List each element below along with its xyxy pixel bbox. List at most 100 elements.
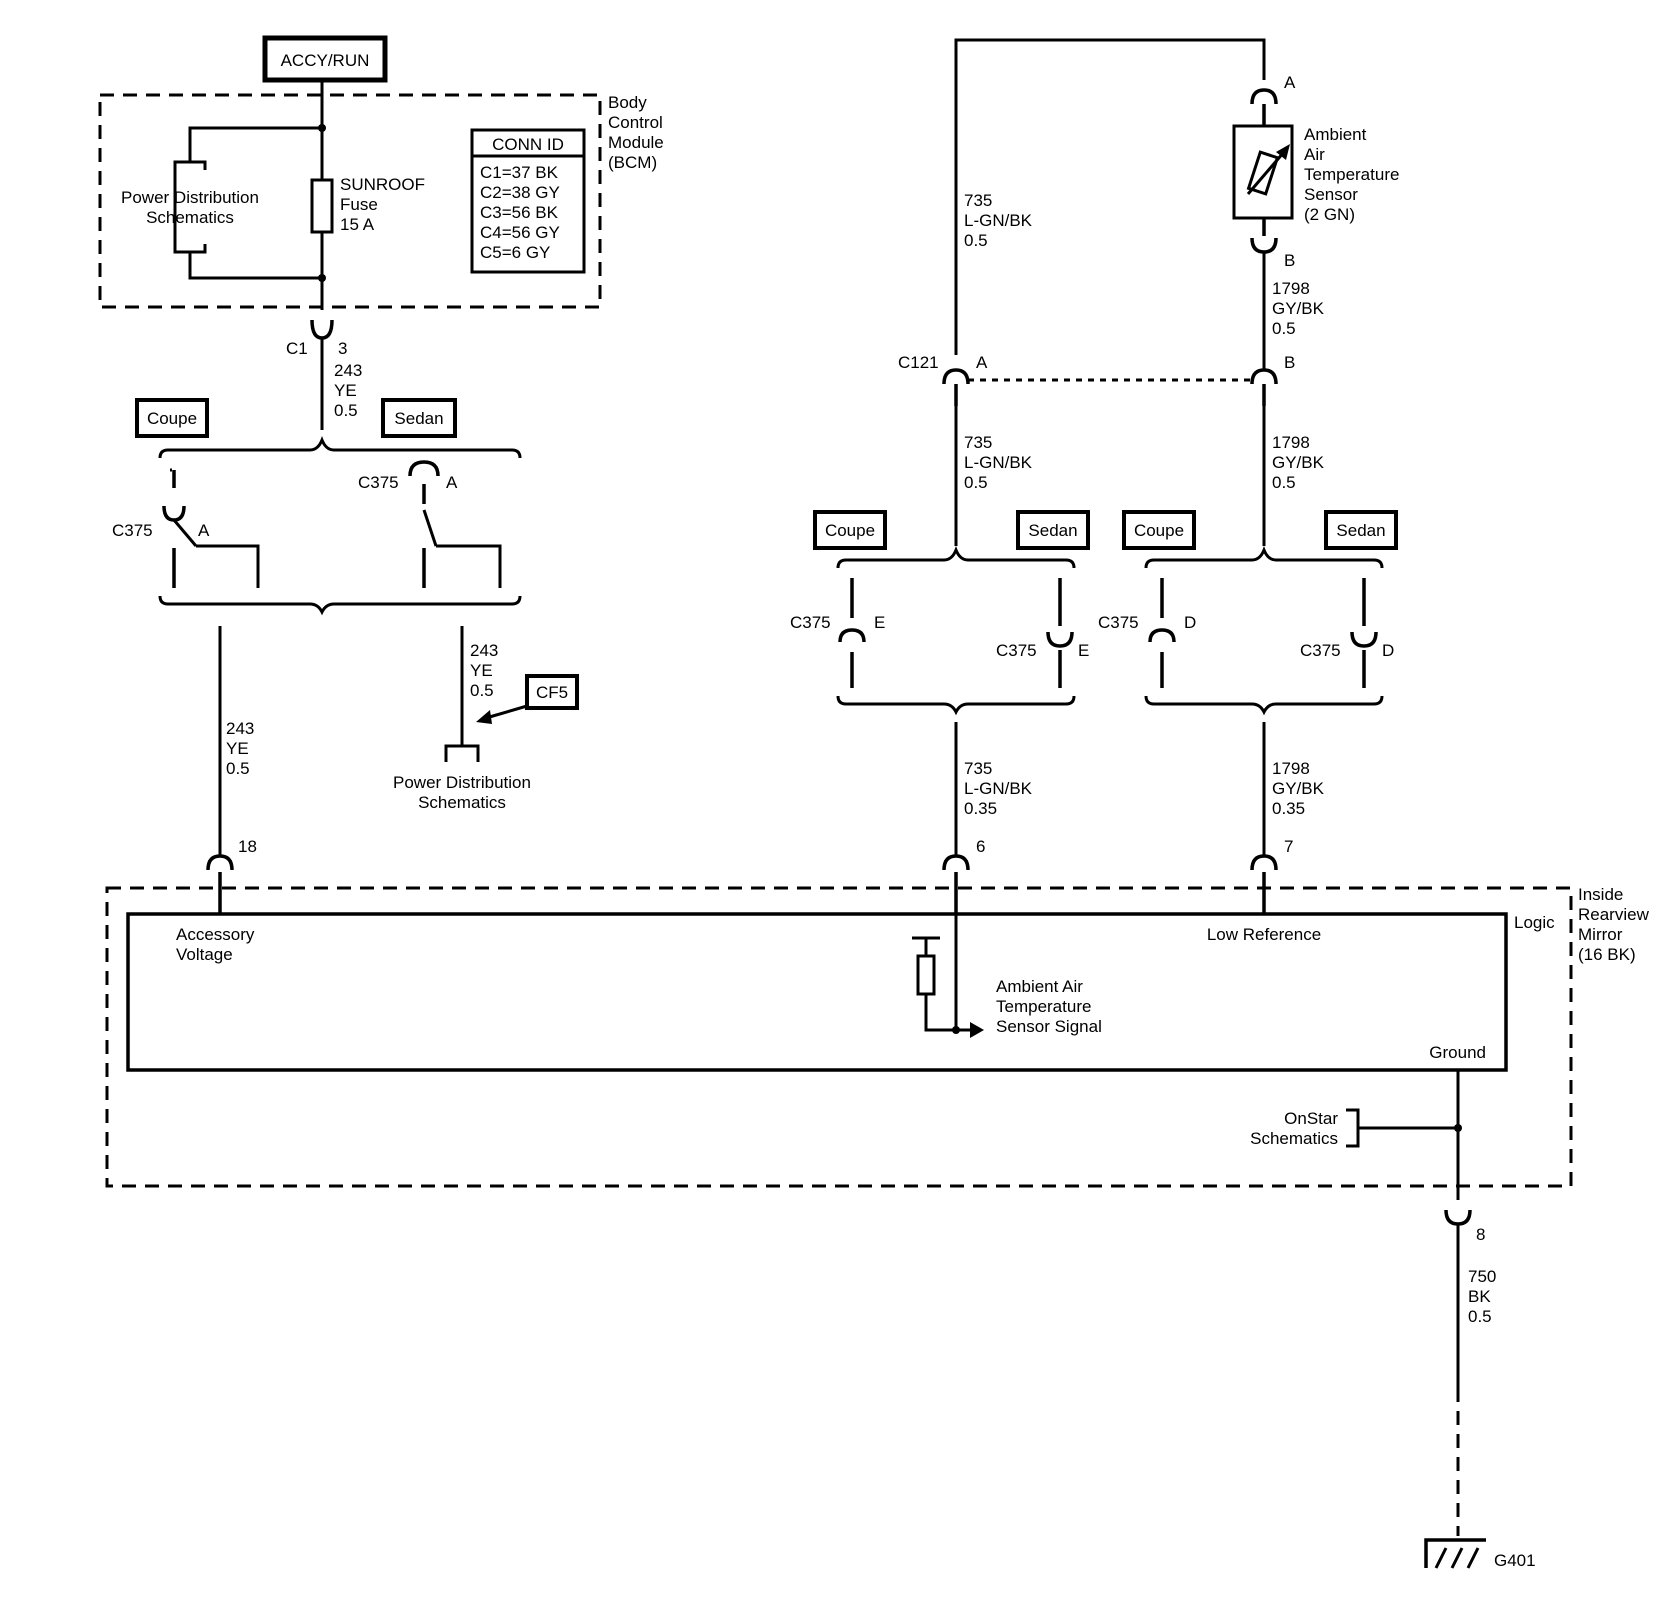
svg-text:BK: BK — [1468, 1287, 1491, 1306]
sunroof-fuse — [310, 178, 334, 234]
svg-text:Sedan: Sedan — [1028, 521, 1077, 540]
svg-text:Coupe: Coupe — [825, 521, 875, 540]
c375-e2-pin: E — [1078, 641, 1089, 660]
wire-1798-bot-label: 1798 GY/BK 0.35 — [1272, 759, 1325, 818]
svg-text:Mirror: Mirror — [1578, 925, 1623, 944]
svg-text:GY/BK: GY/BK — [1272, 299, 1325, 318]
wire-735-bot-label: 735 L-GN/BK 0.35 — [964, 759, 1033, 818]
cf5-arrow-icon — [476, 710, 492, 724]
accessory-voltage-label: Accessory Voltage — [176, 925, 255, 964]
bcm-pds-label: Power Distribution Schematics — [121, 188, 259, 227]
svg-text:Ambient: Ambient — [1304, 125, 1367, 144]
svg-text:Fuse: Fuse — [340, 195, 378, 214]
wire-243-right-label: 243 YE 0.5 — [470, 641, 498, 700]
c121-label: C121 — [898, 353, 939, 372]
bcm-boundary — [98, 93, 602, 309]
svg-text:GY/BK: GY/BK — [1272, 779, 1325, 798]
pds-bottom-label: Power Distribution Schematics — [393, 773, 531, 812]
c1-pin: 3 — [338, 339, 347, 358]
c375-e1-pin: E — [874, 613, 885, 632]
svg-text:Schematics: Schematics — [418, 793, 506, 812]
svg-text:Coupe: Coupe — [1134, 521, 1184, 540]
mirror-label: Inside Rearview Mirror (16 BK) — [1578, 885, 1650, 964]
wire-1798-mid-label: 1798 GY/BK 0.5 — [1272, 433, 1325, 492]
svg-text:Temperature: Temperature — [1304, 165, 1399, 184]
svg-text:Voltage: Voltage — [176, 945, 233, 964]
mid-coupe-badge-2: Coupe — [1122, 510, 1196, 550]
svg-text:Ambient Air: Ambient Air — [996, 977, 1083, 996]
svg-text:Air: Air — [1304, 145, 1325, 164]
power-source: ACCY/RUN — [262, 35, 388, 83]
svg-text:L-GN/BK: L-GN/BK — [964, 779, 1033, 798]
pin-8: 8 — [1476, 1225, 1485, 1244]
pin-6: 6 — [976, 837, 985, 856]
power-label: ACCY/RUN — [281, 51, 370, 70]
svg-text:750: 750 — [1468, 1267, 1496, 1286]
svg-text:Sedan: Sedan — [1336, 521, 1385, 540]
svg-text:CONN ID: CONN ID — [492, 135, 564, 154]
sensor-signal-label: Ambient Air Temperature Sensor Signal — [996, 977, 1102, 1036]
low-reference-label: Low Reference — [1207, 925, 1321, 944]
sensor-label: Ambient Air Temperature Sensor (2 GN) — [1304, 125, 1399, 224]
c1-label: C1 — [286, 339, 308, 358]
pin-7: 7 — [1284, 837, 1293, 856]
svg-text:Rearview: Rearview — [1578, 905, 1650, 924]
svg-text:Schematics: Schematics — [1250, 1129, 1338, 1148]
svg-text:0.5: 0.5 — [964, 473, 988, 492]
svg-text:SUNROOF: SUNROOF — [340, 175, 425, 194]
ground-id-label: G401 — [1494, 1551, 1536, 1570]
pullup-resistor — [916, 954, 936, 996]
wire-735-mid-label: 735 L-GN/BK 0.5 — [964, 433, 1033, 492]
svg-text:Inside: Inside — [1578, 885, 1623, 904]
c121-pin-a: A — [976, 353, 988, 372]
mid-coupe-badge-1: Coupe — [813, 510, 887, 550]
cf5-badge: CF5 — [525, 674, 579, 710]
svg-text:735: 735 — [964, 759, 992, 778]
svg-text:(2 GN): (2 GN) — [1304, 205, 1355, 224]
svg-text:1798: 1798 — [1272, 279, 1310, 298]
svg-text:0.5: 0.5 — [226, 759, 250, 778]
svg-text:243: 243 — [470, 641, 498, 660]
variable-resistor-arrow-icon — [1276, 144, 1290, 160]
sedan-c375-pin: A — [446, 473, 458, 492]
svg-text:Body: Body — [608, 93, 647, 112]
wire-243-top-label: 243 YE 0.5 — [334, 361, 362, 420]
svg-text:735: 735 — [964, 191, 992, 210]
svg-text:15 A: 15 A — [340, 215, 375, 234]
svg-text:0.5: 0.5 — [1272, 319, 1296, 338]
svg-text:Schematics: Schematics — [146, 208, 234, 227]
svg-text:YE: YE — [470, 661, 493, 680]
svg-text:C5=6 GY: C5=6 GY — [480, 243, 550, 262]
svg-text:Accessory: Accessory — [176, 925, 255, 944]
svg-text:(16 BK): (16 BK) — [1578, 945, 1636, 964]
wire-243-left-label: 243 YE 0.5 — [226, 719, 254, 778]
c375-e1-label: C375 — [790, 613, 831, 632]
svg-text:735: 735 — [964, 433, 992, 452]
coupe-c375-label: C375 — [112, 521, 153, 540]
svg-text:Power Distribution: Power Distribution — [121, 188, 259, 207]
svg-text:0.5: 0.5 — [1468, 1307, 1492, 1326]
mid-sedan-badge-1: Sedan — [1016, 510, 1090, 550]
svg-text:C2=38 GY: C2=38 GY — [480, 183, 560, 202]
svg-text:0.5: 0.5 — [334, 401, 358, 420]
c375-d1-label: C375 — [1098, 613, 1139, 632]
bcm-label: Body Control Module (BCM) — [608, 93, 664, 172]
svg-text:YE: YE — [226, 739, 249, 758]
svg-text:0.5: 0.5 — [964, 231, 988, 250]
svg-text:Module: Module — [608, 133, 664, 152]
svg-text:0.5: 0.5 — [470, 681, 494, 700]
mirror-logic-box — [126, 912, 1508, 1072]
svg-text:(BCM): (BCM) — [608, 153, 657, 172]
svg-text:0.5: 0.5 — [1272, 473, 1296, 492]
wire-735-top-label: 735 L-GN/BK 0.5 — [964, 191, 1033, 250]
mirror-boundary — [105, 886, 1573, 1188]
svg-text:C4=56 GY: C4=56 GY — [480, 223, 560, 242]
svg-text:L-GN/BK: L-GN/BK — [964, 453, 1033, 472]
svg-text:0.35: 0.35 — [1272, 799, 1305, 818]
svg-text:0.35: 0.35 — [964, 799, 997, 818]
svg-text:Temperature: Temperature — [996, 997, 1091, 1016]
svg-text:243: 243 — [334, 361, 362, 380]
c375-d2-label: C375 — [1300, 641, 1341, 660]
svg-text:Power Distribution: Power Distribution — [393, 773, 531, 792]
